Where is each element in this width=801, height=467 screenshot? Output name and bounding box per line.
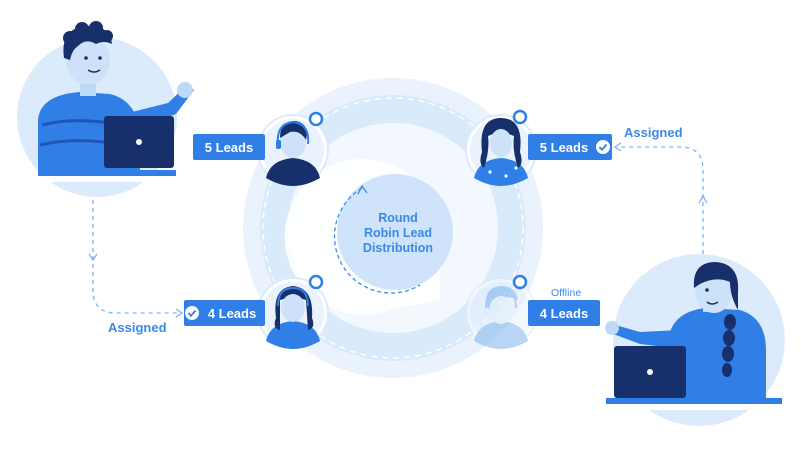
status-indicator-bottom-left bbox=[308, 274, 324, 290]
agent-avatar-top-left bbox=[257, 114, 329, 186]
check-icon bbox=[185, 306, 199, 320]
right-flow-arrow bbox=[613, 142, 708, 262]
lead-badge-bottom-left: 4 Leads bbox=[184, 300, 265, 326]
lead-badge-top-left: 5 Leads bbox=[193, 134, 265, 160]
right-assigned-label: Assigned bbox=[624, 125, 683, 140]
lead-count-top-right: 5 Leads bbox=[540, 140, 588, 155]
center-label: Round Robin Lead Distribution bbox=[363, 211, 433, 255]
lead-count-top-left: 5 Leads bbox=[205, 140, 253, 155]
agent-avatar-bottom-right bbox=[465, 277, 537, 349]
lead-count-bottom-right: 4 Leads bbox=[540, 306, 588, 321]
center-label-line-1: Round bbox=[378, 211, 418, 225]
status-indicator-bottom-right bbox=[512, 274, 528, 290]
left-flow-arrow bbox=[88, 200, 184, 318]
check-icon bbox=[596, 140, 610, 154]
agent-avatar-top-right bbox=[465, 114, 537, 186]
center-label-line-3: Distribution bbox=[363, 241, 433, 255]
status-indicator-top-right bbox=[512, 109, 528, 125]
person-top-left-illustration bbox=[17, 21, 194, 197]
lead-count-bottom-left: 4 Leads bbox=[208, 306, 256, 321]
center-label-line-2: Robin Lead bbox=[364, 226, 432, 240]
lead-badge-bottom-right: 4 Leads bbox=[528, 300, 600, 326]
person-bottom-right-illustration bbox=[605, 254, 785, 426]
lead-badge-top-right: 5 Leads bbox=[528, 134, 612, 160]
offline-status-label: Offline bbox=[551, 287, 581, 299]
left-assigned-label: Assigned bbox=[108, 320, 167, 335]
agent-avatar-bottom-left bbox=[257, 277, 329, 349]
status-indicator-top-left bbox=[308, 111, 324, 127]
